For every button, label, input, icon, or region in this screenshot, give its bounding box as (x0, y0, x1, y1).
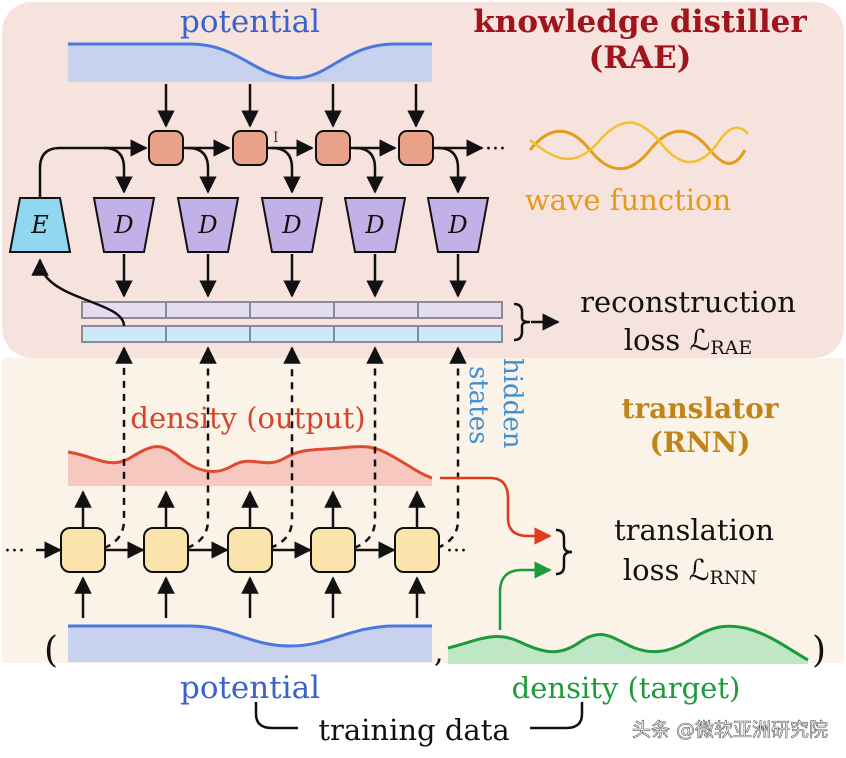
target-to-loss-arrow (498, 561, 552, 630)
top-potential-label: potential (180, 4, 320, 40)
potential-to-cell-arrows (74, 576, 426, 618)
rae-node (232, 130, 268, 166)
rnn-cells (60, 527, 440, 573)
reconstruction-loss-line1: reconstruction (580, 285, 796, 319)
translator-background (2, 358, 844, 663)
rae-node (148, 130, 184, 166)
rae-node (315, 130, 351, 166)
rnn-cell (60, 527, 106, 573)
rnn-ellipsis-left: ··· (4, 539, 25, 564)
encoder-loop-arrow (38, 139, 148, 198)
decoder-label: D (113, 211, 133, 239)
translator-subtitle: (RNN) (650, 426, 751, 459)
decoder-blocks: D D D D D (92, 197, 490, 253)
decoder-label: D (447, 211, 467, 239)
reconstruction-loss-prefix: loss ℒ (624, 323, 711, 357)
top-ellipsis: ··· (485, 137, 506, 162)
bottom-potential-label: potential (180, 670, 320, 706)
top-potential-curve (68, 44, 432, 82)
potential-to-node-arrows (157, 84, 425, 128)
distiller-title: knowledge distiller (473, 4, 807, 40)
reconstruction-loss-subscript: RAE (710, 337, 752, 359)
translation-loss-subscript: RNN (710, 567, 758, 589)
decoder-to-bar-arrows (115, 254, 467, 298)
encoder-block: E (8, 197, 72, 253)
hidden-to-encoder-arrow (31, 258, 126, 327)
decoder-label: D (197, 211, 217, 239)
node-to-decoder-arrows (103, 146, 467, 194)
wave-function-label: wave function (525, 183, 731, 217)
decoder-block: D (426, 197, 490, 253)
watermark-text: 头条 @微软亚洲研究院 (632, 719, 828, 741)
translation-loss-prefix: loss ℒ (623, 553, 710, 587)
comma: , (434, 635, 444, 670)
rnn-cell (227, 527, 273, 573)
translator-title: translator (621, 392, 779, 425)
top-potential-line (68, 42, 432, 80)
translation-brace (555, 528, 573, 576)
cell-to-density-arrows (74, 490, 426, 528)
hidden-state-dashed-arrows (103, 346, 467, 550)
hidden-label: hidden (497, 358, 527, 449)
rae-node (398, 130, 434, 166)
decoder-block: D (92, 197, 156, 253)
decoder-block: D (176, 197, 240, 253)
reconstruction-brace (513, 302, 531, 342)
paren-open: ( (44, 630, 58, 671)
decoder-label: D (364, 211, 384, 239)
cursor-icon: I (273, 130, 279, 146)
distiller-subtitle: (RAE) (589, 40, 692, 76)
decoder-block: D (343, 197, 407, 253)
training-data-brace (254, 702, 584, 730)
distiller-background (2, 2, 844, 358)
hidden-states-bar (81, 325, 503, 343)
translation-loss-line2: loss ℒRNN (623, 553, 757, 589)
encoder-label: E (30, 211, 49, 239)
density-output-fill (68, 446, 432, 486)
density-target-label: density (target) (512, 671, 741, 705)
training-data-label: training data (318, 713, 509, 747)
rnn-cell (143, 527, 189, 573)
wave-function-curve-a (528, 129, 747, 171)
reconstruction-loss-line2: loss ℒRAE (624, 323, 753, 359)
rnn-ellipsis-right: ··· (446, 539, 467, 564)
decoder-block: D (260, 197, 324, 253)
wave-function-curve-b (529, 121, 749, 164)
paren-close: ) (812, 630, 826, 671)
density-target-line (447, 624, 809, 662)
decoder-label: D (281, 211, 301, 239)
rnn-cell (310, 527, 356, 573)
output-to-loss-arrow (440, 476, 552, 545)
rae-hidden-nodes (148, 130, 434, 166)
states-label: states (463, 366, 493, 444)
density-output-line (67, 444, 433, 480)
bottom-potential-fill (68, 626, 432, 662)
translation-loss-line1: translation (614, 513, 774, 547)
rnn-cell (394, 527, 440, 573)
density-output-label: density (output) (130, 401, 365, 435)
bottom-potential-line (68, 624, 432, 648)
reconstruction-bar (81, 301, 503, 319)
